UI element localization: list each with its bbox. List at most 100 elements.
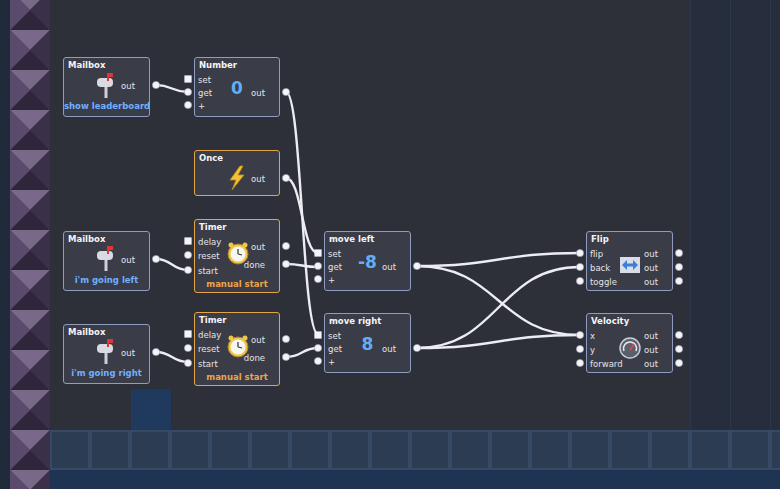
port-dot bbox=[282, 88, 289, 95]
block-title: Flip bbox=[591, 233, 609, 245]
port-dot bbox=[675, 249, 682, 256]
port-dot bbox=[675, 277, 682, 284]
block-title: Number bbox=[199, 59, 237, 71]
port-dot bbox=[152, 81, 159, 88]
port-square bbox=[314, 331, 321, 338]
wire bbox=[156, 352, 188, 362]
port-dot bbox=[576, 263, 583, 270]
block-subtitle: show leaderboard bbox=[64, 100, 149, 112]
port-dot bbox=[152, 255, 159, 262]
block-subtitle: manual start bbox=[195, 371, 279, 383]
port-dot bbox=[184, 101, 191, 108]
port-label: out bbox=[251, 334, 265, 346]
port-label: reset bbox=[198, 343, 220, 355]
port-dot bbox=[314, 357, 321, 364]
port-label: + bbox=[328, 356, 335, 368]
port-label: forward bbox=[590, 358, 623, 370]
port-label: out bbox=[644, 262, 658, 274]
port-label: out bbox=[121, 347, 135, 359]
port-dot bbox=[413, 262, 420, 269]
port-label: out bbox=[382, 261, 396, 273]
port-label: out bbox=[251, 87, 265, 99]
port-label: get bbox=[198, 87, 212, 99]
port-dot bbox=[675, 263, 682, 270]
port-dot bbox=[675, 359, 682, 366]
port-label: y bbox=[590, 344, 595, 356]
port-label: delay bbox=[198, 329, 221, 341]
port-dot bbox=[314, 262, 321, 269]
mailbox-icon bbox=[97, 246, 113, 271]
wire bbox=[417, 253, 580, 266]
port-dot bbox=[576, 345, 583, 352]
port-label: out bbox=[644, 330, 658, 342]
port-label: out bbox=[644, 276, 658, 288]
block-title: Timer bbox=[199, 314, 227, 326]
clock-icon bbox=[228, 336, 248, 358]
block-title: Velocity bbox=[591, 315, 629, 327]
wire bbox=[156, 259, 188, 270]
port-label: out bbox=[121, 80, 135, 92]
wire bbox=[417, 335, 580, 348]
port-label: get bbox=[328, 343, 342, 355]
port-label: x bbox=[590, 330, 595, 342]
port-dot bbox=[282, 174, 289, 181]
port-dot bbox=[576, 249, 583, 256]
port-dot bbox=[413, 344, 420, 351]
wire bbox=[286, 348, 318, 357]
port-dot bbox=[184, 359, 191, 366]
port-dot bbox=[314, 344, 321, 351]
port-square bbox=[184, 330, 191, 337]
port-square bbox=[184, 237, 191, 244]
port-label: out bbox=[382, 343, 396, 355]
block-title: Mailbox bbox=[68, 326, 105, 338]
port-dot bbox=[282, 335, 289, 342]
port-dot bbox=[282, 242, 289, 249]
port-label: start bbox=[198, 265, 218, 277]
port-dot bbox=[184, 344, 191, 351]
port-label: + bbox=[198, 100, 205, 112]
block-title: move right bbox=[329, 315, 381, 327]
port-label: out bbox=[121, 254, 135, 266]
port-label: set bbox=[328, 330, 341, 342]
port-label: flip bbox=[590, 248, 603, 260]
lightning-icon bbox=[230, 166, 244, 190]
port-label: set bbox=[198, 74, 211, 86]
port-dot bbox=[576, 277, 583, 284]
port-label: out bbox=[644, 344, 658, 356]
port-label: reset bbox=[198, 250, 220, 262]
block-subtitle: manual start bbox=[195, 278, 279, 290]
port-square bbox=[184, 75, 191, 82]
port-label: delay bbox=[198, 236, 221, 248]
flip-icon bbox=[620, 257, 640, 273]
mailbox-icon bbox=[97, 73, 113, 98]
port-dot bbox=[184, 266, 191, 273]
port-label: out bbox=[251, 241, 265, 253]
block-title: Once bbox=[199, 152, 223, 164]
port-dot bbox=[282, 260, 289, 267]
block-subtitle: i'm going right bbox=[64, 367, 149, 379]
port-label: start bbox=[198, 358, 218, 370]
port-label: out bbox=[251, 173, 265, 185]
block-subtitle: i'm going left bbox=[64, 274, 149, 286]
port-dot bbox=[184, 88, 191, 95]
port-dot bbox=[184, 251, 191, 258]
wire bbox=[417, 266, 580, 335]
block-title: Mailbox bbox=[68, 59, 105, 71]
port-label: done bbox=[244, 259, 265, 271]
port-dot bbox=[576, 331, 583, 338]
mailbox-icon bbox=[97, 339, 113, 364]
script-block: move leftsetget+-8out bbox=[324, 231, 411, 291]
port-label: + bbox=[328, 274, 335, 286]
wire bbox=[417, 267, 580, 348]
block-title: Timer bbox=[199, 221, 227, 233]
wire bbox=[286, 92, 318, 334]
port-label: out bbox=[644, 248, 658, 260]
script-block: move right setget+8out bbox=[324, 313, 411, 373]
port-dot bbox=[282, 353, 289, 360]
block-value: 8 bbox=[325, 333, 410, 355]
port-dot bbox=[675, 345, 682, 352]
